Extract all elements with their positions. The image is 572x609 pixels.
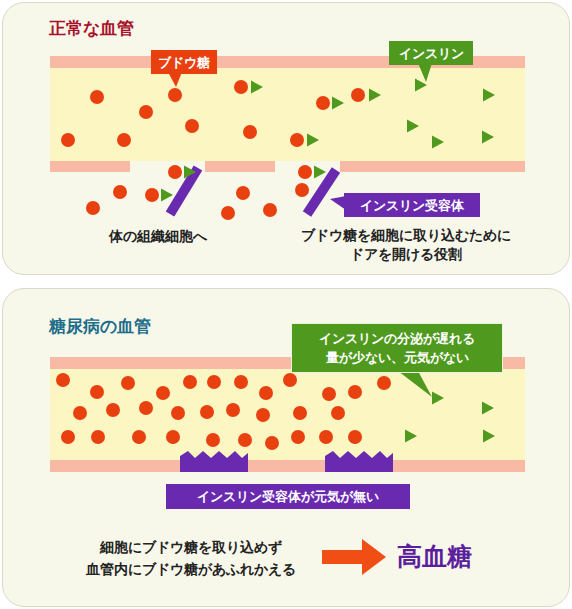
section-panel: 糖尿病の血管インスリンの分泌が遅れる 量が少ない、元気がないインスリン受容体が元…	[2, 288, 570, 607]
box-text: インスリンの分泌が遅れる 量が少ない、元気がない	[296, 329, 498, 367]
box-text: インスリン	[399, 44, 464, 63]
note-text: 体の組織細胞へ	[78, 226, 238, 246]
note-text: ブドウ糖を細胞に取り込むために ドアを開ける役割	[285, 226, 527, 264]
panel-title: 正常な血管	[49, 17, 134, 39]
box-text: インスリン受容体が元気が無い	[197, 487, 379, 506]
result-label: 高血糖	[397, 542, 507, 572]
label-box: インスリン受容体が元気が無い	[166, 484, 410, 509]
label-box: インスリン受容体	[344, 193, 480, 217]
note-text: 細胞にブドウ糖を取り込めず 血管内にブドウ糖があふれかえる	[60, 536, 322, 580]
panel-title: 糖尿病の血管	[49, 315, 151, 337]
label-box: インスリン	[389, 41, 473, 65]
label-box: インスリンの分泌が遅れる 量が少ない、元気がない	[291, 323, 503, 373]
box-text: ブドウ糖	[158, 53, 210, 72]
box-text: インスリン受容体	[360, 196, 464, 215]
label-box: ブドウ糖	[151, 50, 217, 74]
